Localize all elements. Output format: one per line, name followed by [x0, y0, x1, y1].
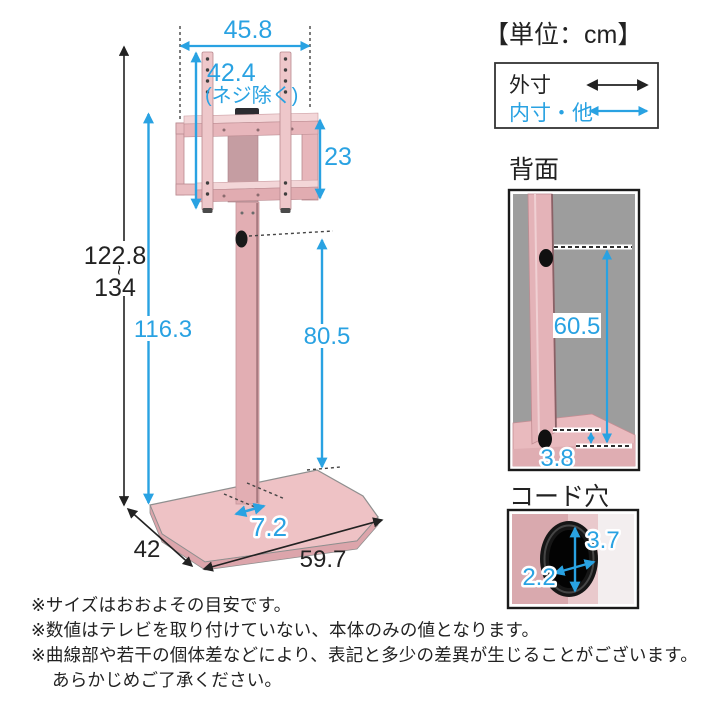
back-view-base-front [513, 443, 635, 466]
base-width-label: 59.7 [300, 546, 347, 573]
vesa-rails [201, 51, 292, 213]
note-size-approx: ※サイズはおおよその目安です。 [31, 595, 292, 615]
bracket-height-label: 23 [324, 143, 352, 171]
label-backplates [86, 241, 350, 348]
cord-hole-photo: 3.7 2.2 [512, 514, 634, 604]
height-max-label: 134 [94, 274, 136, 302]
rail-foot [202, 208, 213, 213]
note-understanding: あらかじめご了承ください。 [52, 670, 283, 690]
pole-cord-hole [235, 230, 248, 248]
height-range-tilde: ~ [109, 265, 129, 276]
holes-span-label: 60.5 [554, 313, 601, 340]
rail-height-label: 42.4 [207, 59, 256, 87]
height-min-label: 122.8 [84, 242, 147, 270]
back-view-inset: 背面 60.5 3.8 [507, 156, 641, 475]
rail-screw-holes [205, 57, 288, 196]
base-depth-label: 42 [134, 536, 161, 563]
base-depth-arrow [126, 507, 194, 568]
pole-offset-label: 7.2 [251, 512, 287, 542]
pole-height-label: 116.3 [134, 316, 192, 343]
tv-stand-drawing: 45.8 42.4 (ネジ除く) 23 122.8 ~ 134 116.3 80… [84, 16, 384, 573]
cord-hole-inset: コード穴 3.7 2.2 [506, 483, 640, 610]
cord-hole-width-label: 2.2 [522, 564, 555, 591]
unit-label: 【単位：cm】 [484, 21, 642, 49]
base-width-arrow [202, 517, 384, 572]
stand-pole [235, 201, 260, 505]
back-view-photo: 60.5 3.8 [512, 193, 636, 475]
back-view-dashed-lines [553, 244, 632, 449]
legend-inner-label: 内寸・他 [509, 102, 593, 125]
guide-lines [179, 26, 342, 511]
cord-hole-title: コード穴 [509, 483, 609, 511]
pole-offset-arrow [234, 503, 266, 517]
back-view-title: 背面 [509, 156, 559, 184]
cord-hole-height-label: 80.5 [304, 323, 351, 350]
cord-hole-height-label: 3.7 [586, 527, 619, 554]
rail-foot [280, 208, 291, 213]
rail-height-note-label: (ネジ除く) [205, 84, 298, 107]
bracket-width-label: 45.8 [224, 16, 273, 44]
note-body-only: ※数値はテレビを取り付けていない、本体のみの値となります。 [31, 620, 540, 640]
right-rail [279, 51, 292, 211]
back-view-top-hole [539, 249, 553, 267]
tv-bracket-frame [175, 108, 319, 203]
cord-hole-width-arrow [553, 559, 596, 576]
pole-screw-dot [251, 211, 255, 215]
legend-box [494, 62, 659, 129]
frame-left-arm-bottom [175, 183, 197, 196]
legend-outer-label: 外寸 [509, 74, 551, 97]
unit-legend: 【単位：cm】 外寸 内寸・他 [484, 21, 659, 129]
frame-screw-dots [222, 127, 294, 198]
back-view-bottom-hole [538, 429, 552, 449]
note-tolerance: ※曲線部や若干の個体差などにより、表記と多少の差異が生じることがございます。 [31, 645, 698, 665]
label-backplate [553, 313, 601, 338]
bottom-offset-label: 3.8 [540, 445, 573, 472]
pole-screw-dot [240, 211, 244, 215]
